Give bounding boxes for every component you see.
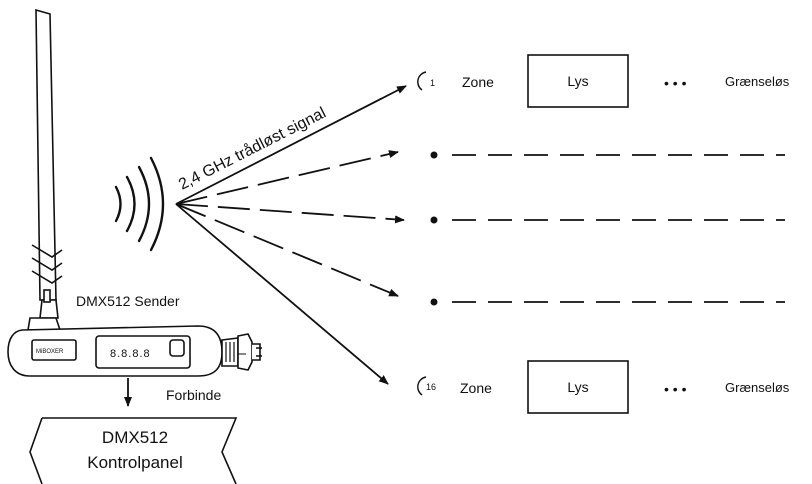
signal-arrow-dashed-1: [175, 150, 399, 205]
end-label: Grænseløs: [725, 380, 790, 395]
signal-arrow-dashed-2: [175, 203, 405, 224]
zone-label: Zone: [460, 380, 492, 396]
zone-row-1: 1 Zone Lys • • • Grænseløs: [417, 54, 790, 108]
zone-number: 16: [426, 382, 436, 392]
control-panel-shape: [29, 417, 238, 484]
wireless-waves-icon: [114, 156, 165, 252]
signal-label: 2,4 GHz trådløst signal: [176, 104, 329, 194]
signal-lines: [175, 85, 407, 385]
light-box-label: Lys: [567, 379, 588, 395]
panel-line1: DMX512: [102, 428, 168, 447]
antenna: [31, 8, 63, 319]
light-box: [527, 54, 629, 108]
sender-device: [7, 317, 262, 377]
ellipsis-dots: • • •: [664, 381, 687, 397]
zone-row-16: 16 Zone Lys • • • Grænseløs: [417, 360, 790, 414]
end-label: Grænseløs: [725, 74, 790, 89]
device-display-text: 8.8.8.8: [110, 348, 151, 360]
sender-label: DMX512 Sender: [76, 293, 180, 309]
device-brand-text: MiBOXER: [36, 349, 64, 355]
light-box-label: Lys: [567, 73, 588, 89]
zone-number: 1: [430, 78, 435, 88]
panel-line2: Kontrolpanel: [87, 453, 182, 472]
signal-arrow-zone1: [175, 85, 407, 205]
dashed-zone-rows: [430, 151, 785, 306]
ellipsis-dots: • • •: [664, 75, 687, 91]
light-box: [527, 360, 629, 414]
connect-label: Forbinde: [166, 387, 221, 403]
zone-label: Zone: [462, 74, 494, 90]
signal-arrow-zone16: [175, 203, 389, 385]
